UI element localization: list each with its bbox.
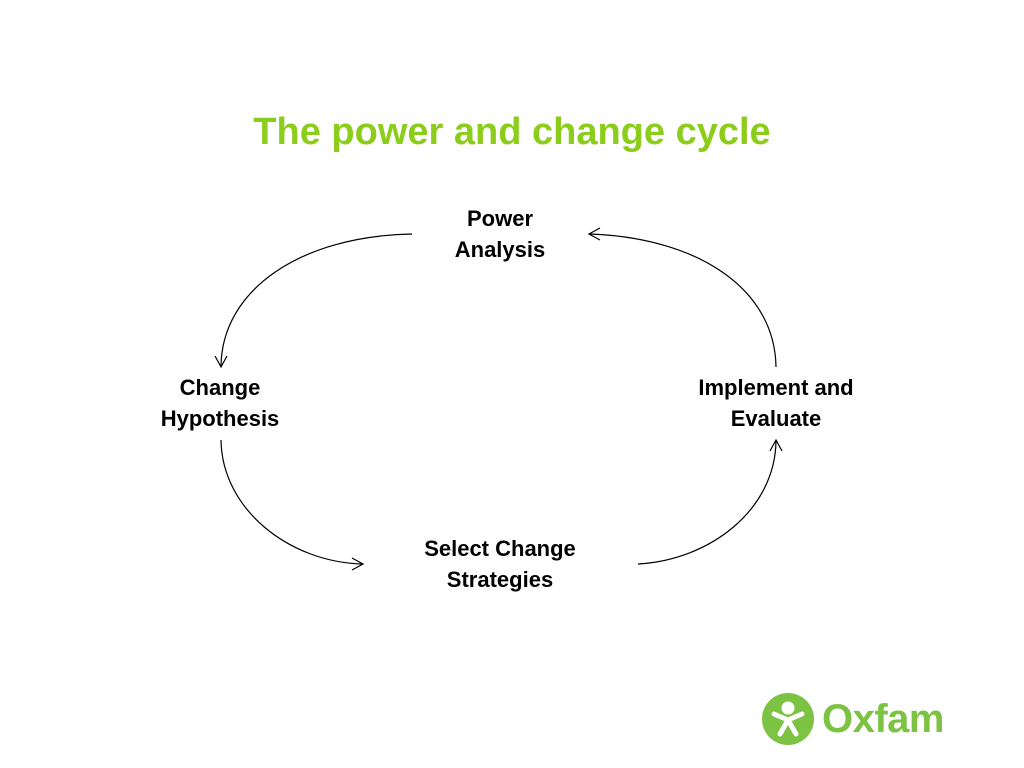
arrow-implement-to-power bbox=[589, 233, 777, 368]
node-change-hypothesis-line-2: Hypothesis bbox=[160, 406, 280, 431]
arrowhead-hypothesis bbox=[214, 355, 228, 369]
node-power-analysis-line-2: Analysis bbox=[454, 237, 546, 262]
node-select-change-strategies-line-1: Select Change bbox=[424, 536, 576, 561]
node-implement-and-evaluate: Implement and Evaluate bbox=[656, 372, 896, 434]
arrow-select-to-implement bbox=[637, 440, 777, 565]
arrow-power-to-hypothesis bbox=[220, 233, 413, 367]
node-implement-and-evaluate-line-1: Implement and bbox=[698, 375, 854, 400]
arrowhead-select bbox=[351, 557, 365, 571]
arrowhead-implement bbox=[769, 438, 783, 452]
node-power-analysis: Power Analysis bbox=[400, 203, 600, 265]
node-change-hypothesis: Change Hypothesis bbox=[110, 372, 330, 434]
arrowhead-power bbox=[587, 227, 601, 241]
node-change-hypothesis-line-1: Change bbox=[179, 375, 261, 400]
node-select-change-strategies: Select Change Strategies bbox=[380, 533, 620, 595]
arrow-hypothesis-to-select bbox=[220, 439, 363, 565]
slide-title: The power and change cycle bbox=[253, 111, 771, 153]
node-power-analysis-line-1: Power bbox=[466, 206, 534, 231]
oxfam-logo: Oxfam bbox=[760, 690, 960, 750]
oxfam-logo-text: Oxfam bbox=[822, 697, 945, 741]
oxfam-person-icon bbox=[762, 693, 814, 745]
node-implement-and-evaluate-line-2: Evaluate bbox=[730, 406, 822, 431]
node-select-change-strategies-line-2: Strategies bbox=[446, 567, 554, 592]
